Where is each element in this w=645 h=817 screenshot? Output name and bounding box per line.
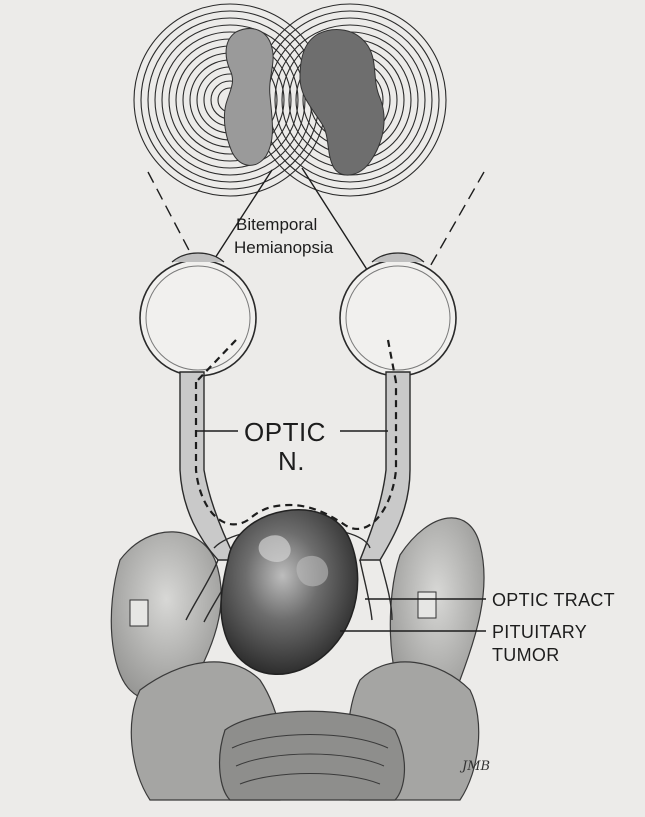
right-eye <box>340 253 456 376</box>
pituitary-tumor <box>221 510 358 674</box>
visual-field-label-line2: Hemianopsia <box>234 238 334 257</box>
optic-nerve-label-line2: N. <box>278 446 305 476</box>
visual-field-label-line1: Bitemporal <box>236 215 317 234</box>
left-eye <box>140 253 256 376</box>
optic-tract-label: OPTIC TRACT <box>492 590 615 610</box>
field-defect-left-temporal <box>224 29 273 166</box>
pituitary-tumor-label-line1: PITUITARY <box>492 622 587 642</box>
pituitary-tumor-label-line2: TUMOR <box>492 645 560 665</box>
artist-signature: JMB <box>459 759 490 774</box>
optic-nerve-label-line1: OPTIC <box>244 417 326 447</box>
field-defect-right-temporal <box>300 30 384 176</box>
